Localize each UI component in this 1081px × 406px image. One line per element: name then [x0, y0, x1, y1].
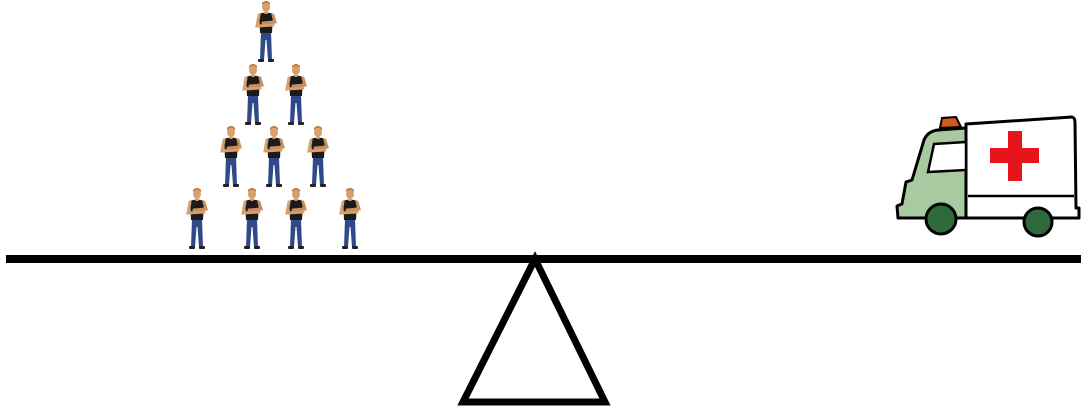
person-icon — [188, 188, 206, 249]
seesaw-fulcrum — [463, 259, 605, 402]
person-icon — [287, 64, 305, 125]
person-icon — [257, 1, 275, 62]
person-icon — [244, 64, 262, 125]
person-icon — [243, 188, 261, 249]
person-icon — [309, 126, 327, 187]
people-pyramid — [188, 1, 359, 249]
person-icon — [222, 126, 240, 187]
person-icon — [287, 188, 305, 249]
person-icon — [341, 188, 359, 249]
person-icon — [265, 126, 283, 187]
ambulance-icon — [897, 117, 1079, 236]
seesaw-beam — [6, 255, 1081, 263]
